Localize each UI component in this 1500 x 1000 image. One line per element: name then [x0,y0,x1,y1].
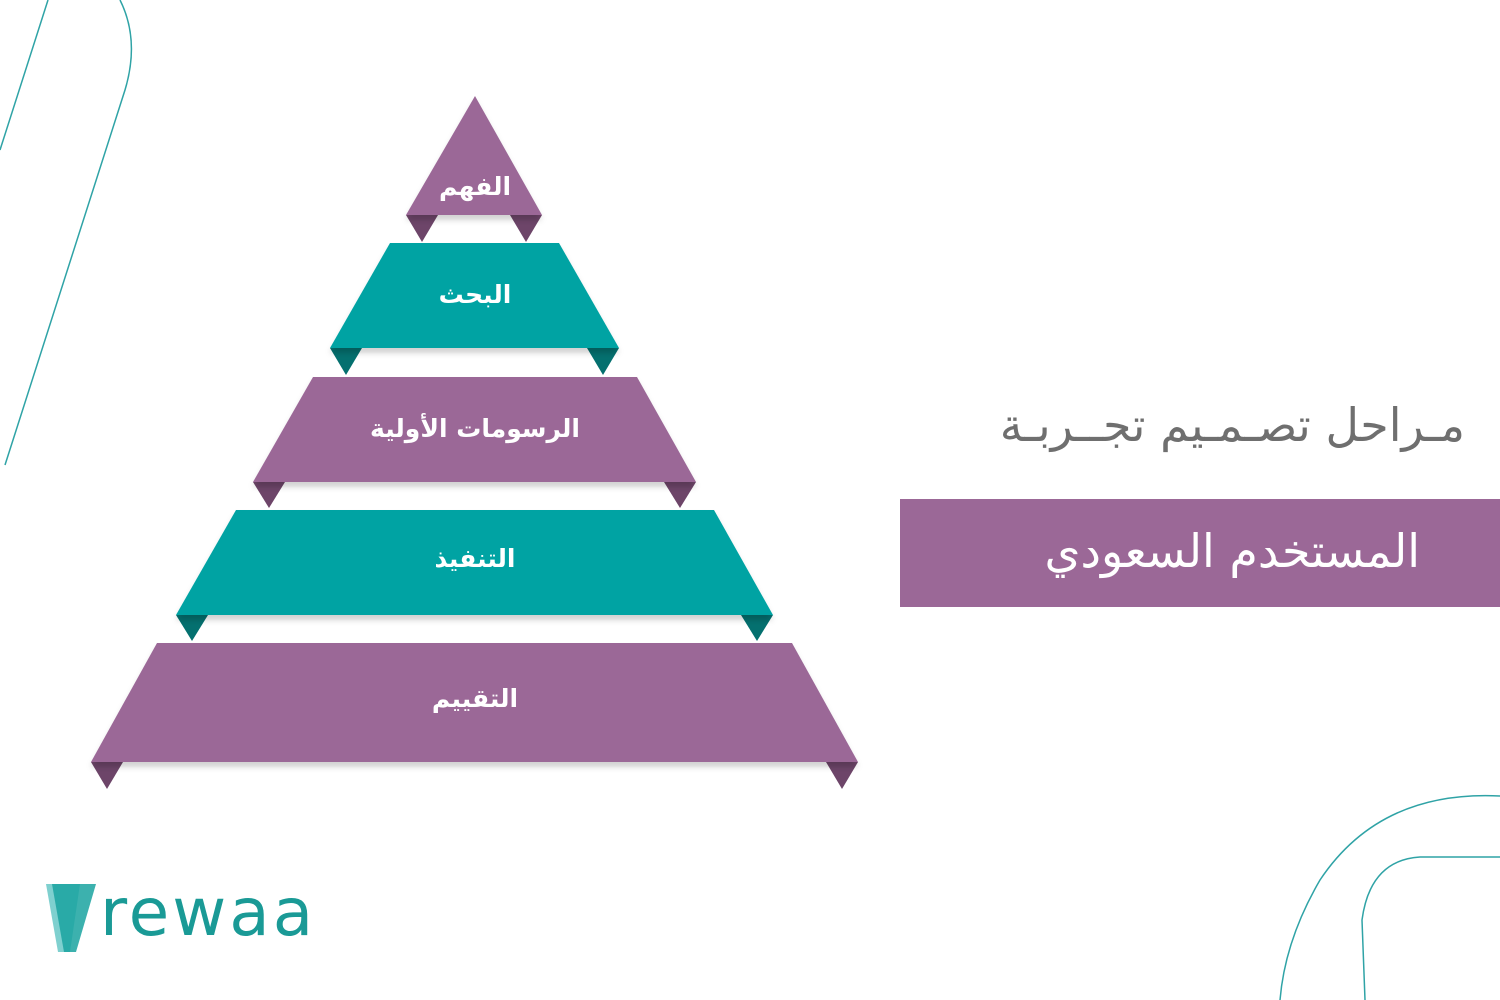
stage-4-fold-left [176,615,208,641]
stage-1-body [406,96,542,215]
pyramid-stage-4 [176,510,773,641]
stage-1-fold-left [406,215,438,242]
pyramid-stage-3 [253,377,696,508]
pyramid-stage-1 [406,96,542,242]
title-line-1: مـراحل تصـمـيم تجــربـة [999,398,1465,452]
stage-4-fold-right [741,615,773,641]
title-line-2: المستخدم السعودي [1044,524,1420,578]
stage-2-body [330,243,619,348]
stage-5-label: التقييم [431,684,519,713]
stage-3-fold-left [253,482,285,508]
stage-3-body [253,377,696,482]
stage-5-body [91,643,858,762]
stage-1-fold-right [510,215,542,242]
pyramid-stage-5 [91,643,858,789]
decor-curve-top-left [4,0,133,466]
decor-curve-bottom-right-2 [1361,856,1500,1000]
stage-4-body [176,510,773,615]
stage-2-fold-left [330,348,362,375]
stage-3-label: الرسومات الأولية [370,414,580,443]
stage-1-label: الفهم [438,172,512,201]
brand-wordmark: rewaa [100,874,317,951]
pyramid-stage-2 [330,243,619,375]
title-banner: المستخدم السعودي [900,499,1500,607]
stage-4-label: التنفيذ [434,544,516,573]
decor-line-top-left [0,0,49,151]
stage-2-fold-right [587,348,619,375]
stage-2-label: البحث [438,280,512,309]
stage-5-fold-left [91,762,123,789]
decor-curve-bottom-right-1 [1279,794,1500,1000]
stage-5-fold-right [826,762,858,789]
stage-3-fold-right [664,482,696,508]
